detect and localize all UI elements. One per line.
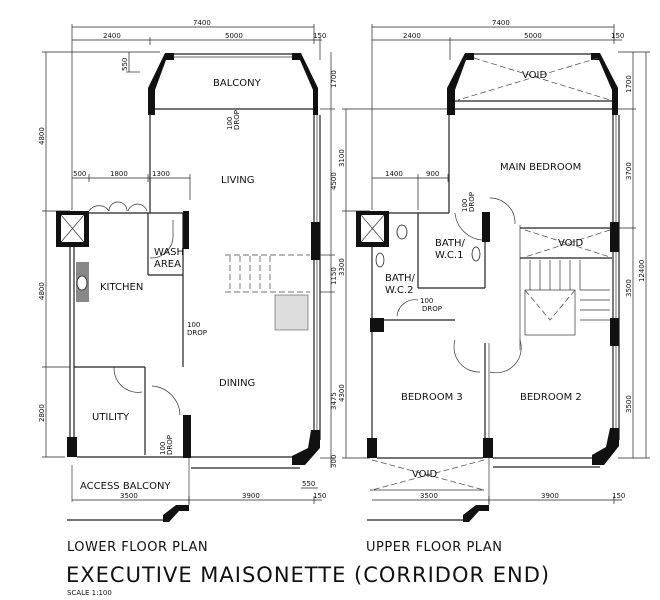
lower-floor-plan-caption: LOWER FLOOR PLAN (67, 540, 208, 555)
dim-left-3100: 3100 (338, 149, 346, 167)
room-dining: DINING (219, 378, 255, 389)
room-wash-area-2: AREA (154, 259, 181, 270)
dim-1400: 1400 (385, 170, 403, 178)
room-main-bedroom: MAIN BEDROOM (500, 162, 581, 173)
drop-note-kitchen: 100 (187, 321, 200, 329)
dim-left-4300: 4300 (338, 384, 346, 402)
room-bath-wc1-b: W.C.1 (435, 250, 463, 261)
room-void-middle: VOID (558, 238, 583, 249)
room-balcony: BALCONY (213, 78, 262, 89)
dim-left-3300: 3300 (338, 258, 346, 276)
dim-right-1700: 1700 (330, 70, 338, 88)
dim-150: 150 (611, 32, 624, 40)
drop-note-utility: 100 (159, 442, 167, 455)
dim-bottom-150: 150 (313, 492, 326, 500)
dim-right-300: 300 (330, 455, 338, 468)
dim-7400: 7400 (492, 19, 510, 27)
dim-1800: 1800 (110, 170, 128, 178)
dim-bottom-3500: 3500 (120, 492, 138, 500)
upper-top-dimensions: 7400 2400 5000 150 1400 900 (371, 19, 624, 210)
dim-right-1150: 1150 (330, 267, 338, 285)
dim-left-4800b: 4800 (38, 282, 46, 300)
dim-right-3700: 3700 (625, 162, 633, 180)
dim-550: 550 (121, 58, 129, 71)
drop-note-wc2-label: DROP (422, 305, 442, 313)
drop-note-balcony-label: DROP (233, 110, 241, 130)
lower-right-dimensions: 1700 4500 1150 3475 300 (320, 52, 338, 468)
room-bath-wc2-a: BATH/ (385, 273, 416, 284)
drop-note-utility-label: DROP (166, 435, 174, 455)
room-bedroom-3: BEDROOM 3 (401, 392, 463, 403)
dim-bottom-150: 150 (612, 492, 625, 500)
dim-bottom-550: 550 (302, 480, 315, 488)
dim-bottom-3500: 3500 (420, 492, 438, 500)
dim-900: 900 (426, 170, 439, 178)
dim-right-3500b: 3500 (625, 395, 633, 413)
dim-bottom-3900: 3900 (541, 492, 559, 500)
room-utility: UTILITY (92, 412, 130, 423)
dim-2400: 2400 (103, 32, 121, 40)
drawing-title: EXECUTIVE MAISONETTE (CORRIDOR END) (66, 563, 550, 587)
dim-1300: 1300 (152, 170, 170, 178)
dim-150: 150 (313, 32, 326, 40)
dim-5000: 5000 (225, 32, 243, 40)
room-kitchen: KITCHEN (100, 282, 143, 293)
upper-walls (356, 53, 622, 522)
drop-note-upper: 100 (461, 199, 469, 212)
room-bedroom-2: BEDROOM 2 (520, 392, 582, 403)
lower-floor-plan: 7400 2400 5000 150 550 500 1800 1300 480… (38, 19, 338, 555)
lower-top-dimensions: 7400 2400 5000 150 550 500 1800 1300 (71, 19, 326, 210)
upper-floor-plan: 7400 2400 5000 150 1400 900 3100 3300 43… (338, 19, 650, 555)
drawing-scale: SCALE 1:100 (67, 589, 112, 597)
room-access-balcony: ACCESS BALCONY (80, 481, 171, 492)
dim-right-3475: 3475 (330, 392, 338, 410)
dim-right-4500: 4500 (330, 172, 338, 190)
drop-note-wc2: 100 (420, 297, 433, 305)
drop-note-kitchen-label: DROP (187, 329, 207, 337)
upper-left-dimensions: 3100 3300 4300 (338, 108, 450, 459)
dim-500: 500 (73, 170, 86, 178)
dim-right-3500a: 3500 (625, 279, 633, 297)
room-bath-wc2-b: W.C.2 (385, 285, 413, 296)
dim-left-4800a: 4800 (38, 127, 46, 145)
lower-left-dimensions: 4800 4800 2800 (38, 51, 160, 458)
room-void-top: VOID (522, 70, 547, 81)
dim-left-2800: 2800 (38, 404, 46, 422)
room-void-bottom: VOID (412, 469, 437, 480)
room-wash-area-1: WASH (154, 247, 184, 258)
dim-overall-12400: 12400 (638, 260, 646, 282)
upper-floor-plan-caption: UPPER FLOOR PLAN (366, 540, 502, 555)
dim-5000: 5000 (524, 32, 542, 40)
drop-note-balcony: 100 (226, 117, 234, 130)
room-living: LIVING (221, 175, 255, 186)
lower-walls (56, 53, 322, 522)
dim-bottom-3900: 3900 (242, 492, 260, 500)
dim-2400: 2400 (403, 32, 421, 40)
drop-note-upper-label: DROP (468, 192, 476, 212)
room-bath-wc1-a: BATH/ (435, 238, 466, 249)
dim-right-1700: 1700 (625, 75, 633, 93)
dim-7400: 7400 (193, 19, 211, 27)
upper-right-dimensions: 1700 3700 3500 3500 12400 (618, 51, 650, 459)
